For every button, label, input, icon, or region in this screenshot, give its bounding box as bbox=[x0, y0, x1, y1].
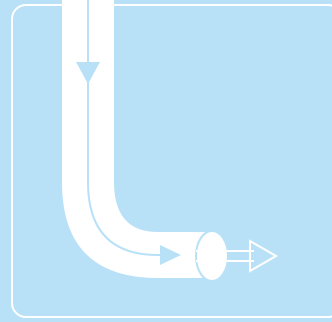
pipe-opening bbox=[195, 230, 229, 282]
right-arrow-icon bbox=[160, 245, 181, 265]
bent-pipe-icon bbox=[62, 0, 212, 278]
outlet-arrow-icon bbox=[249, 239, 279, 273]
panel-frame bbox=[11, 4, 332, 318]
down-arrow-icon bbox=[76, 62, 100, 84]
flow-line bbox=[87, 0, 178, 256]
outlet-arrow-shaft bbox=[196, 250, 254, 262]
